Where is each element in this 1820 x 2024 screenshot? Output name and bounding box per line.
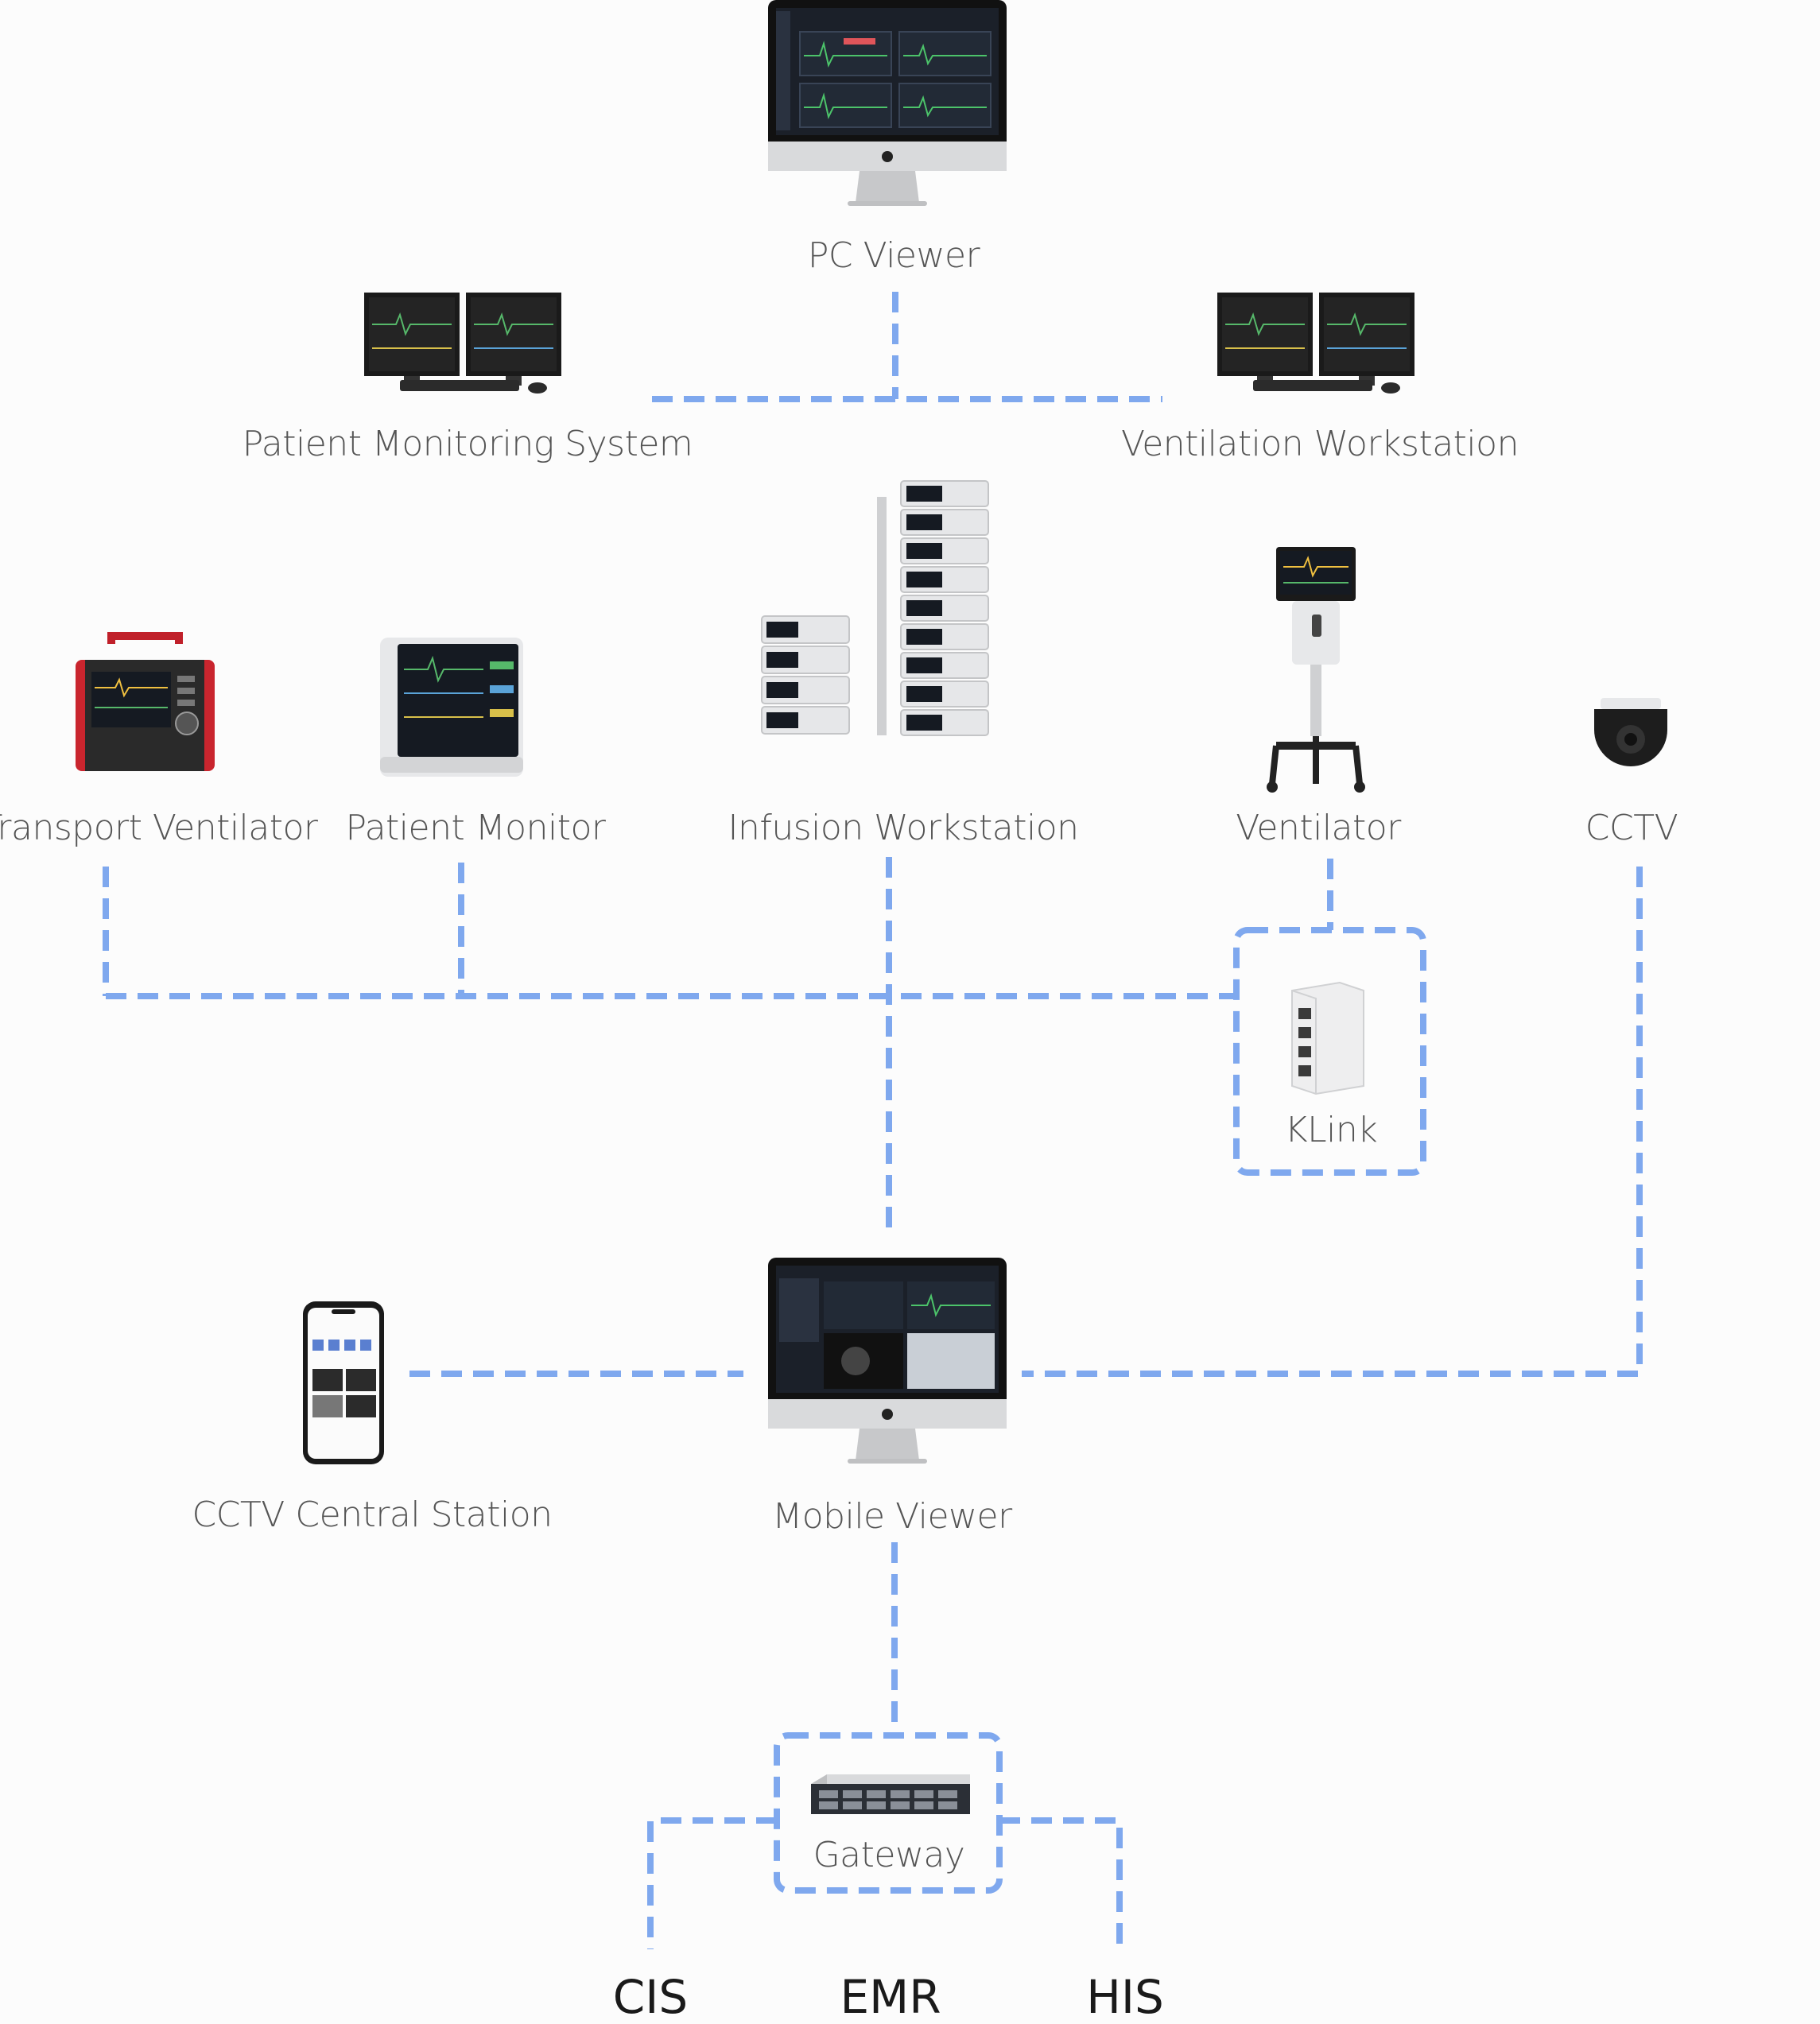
rack-server-icon (811, 1774, 970, 1814)
ventilator-cart-icon (1267, 547, 1365, 793)
dual-monitor-workstation-icon (364, 293, 561, 394)
gateway-boundary (774, 1732, 1003, 1894)
dome-camera-icon (1594, 698, 1667, 766)
mobile-viewer-label: Mobile Viewer (772, 1496, 1012, 1537)
cis-label: CIS (612, 1970, 689, 2024)
dual-monitor-workstation-icon (1217, 293, 1414, 394)
ventilation-workstation-label: Ventilation Workstation (1121, 424, 1519, 464)
infusion-pump-stack-icon (761, 480, 989, 736)
cctv-central-station-label: CCTV Central Station (192, 1495, 553, 1535)
klink-boundary (1233, 927, 1426, 1176)
network-hub-icon (1291, 981, 1364, 1095)
ventilator-label: Ventilator (1236, 808, 1401, 848)
link-cctv (1022, 867, 1643, 1377)
transport-ventilator-label: Transport Ventilator (0, 808, 318, 848)
pc-viewer-label: PC Viewer (807, 235, 980, 276)
patient-monitoring-system-label: Patient Monitoring System (242, 424, 693, 464)
patient-monitor-label: Patient Monitor (345, 808, 606, 848)
imac-monitor-icon (768, 1258, 1007, 1464)
imac-monitor-icon (768, 0, 1007, 206)
patient-monitor-icon (380, 638, 523, 777)
smartphone-icon (303, 1301, 384, 1464)
emr-label: EMR (840, 1970, 941, 2024)
klink-label: KLink (1284, 1110, 1378, 1150)
gateway-label: Gateway (813, 1835, 965, 1875)
his-label: HIS (1086, 1970, 1164, 2024)
link-gateway-his (999, 1817, 1123, 1949)
link-gateway-cis (647, 1817, 777, 1949)
transport-ventilator-icon (76, 632, 215, 771)
cctv-label: CCTV (1585, 808, 1678, 848)
infusion-workstation-label: Infusion Workstation (728, 808, 1079, 848)
